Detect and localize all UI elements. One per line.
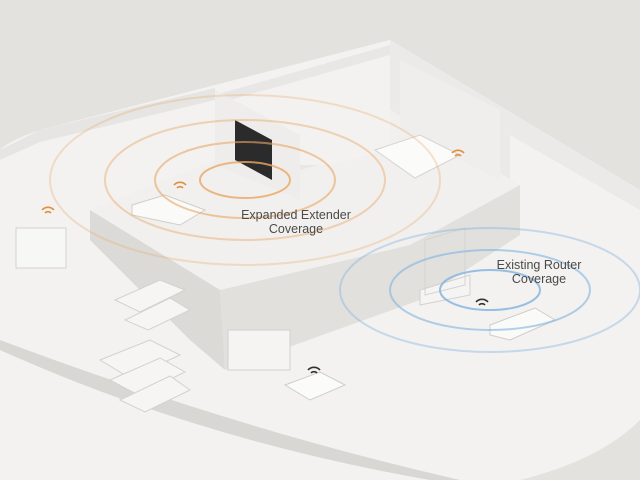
router-label-line2: Coverage [511, 272, 567, 286]
stairs [98, 279, 192, 413]
right-outer-wall [390, 40, 640, 210]
tv [235, 120, 272, 180]
dining-table [283, 371, 347, 401]
wifi-icon [41, 149, 465, 214]
extender-coverage-waves [49, 94, 441, 266]
sofa [131, 194, 207, 226]
door [424, 227, 466, 296]
router-coverage-waves [339, 227, 640, 353]
extender-label-line1: Expanded Extender [241, 208, 351, 222]
wifi-icon [307, 298, 489, 374]
left-outer-wall [0, 88, 215, 160]
router-label-line1: Existing Router [496, 258, 582, 272]
extender-label-line2: Coverage [268, 222, 324, 236]
upper-floor-front [220, 185, 520, 370]
bedroom-wall [400, 60, 500, 180]
extender-coverage-label: Expanded Extender Coverage [236, 208, 356, 236]
sofa-lower [489, 307, 557, 341]
desk [15, 227, 67, 269]
router-coverage-label: Existing Router Coverage [480, 258, 598, 286]
sideboard [227, 329, 291, 371]
